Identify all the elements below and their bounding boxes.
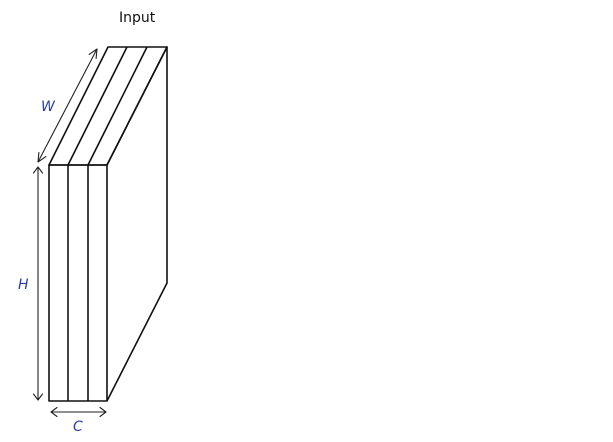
width-label: W (41, 99, 56, 115)
side-face (106, 46, 168, 402)
width-dimension-arrow (37, 48, 98, 163)
channels-label: C (73, 419, 83, 435)
top-channel-divider (67, 46, 128, 166)
height-dimension-arrow (32, 166, 44, 401)
top-channel-divider (87, 46, 148, 166)
input-tensor-block (48, 46, 168, 402)
height-label: H (18, 277, 29, 293)
channels-dimension-arrow (50, 406, 107, 418)
front-face (48, 164, 108, 402)
input-title: Input (119, 10, 156, 26)
